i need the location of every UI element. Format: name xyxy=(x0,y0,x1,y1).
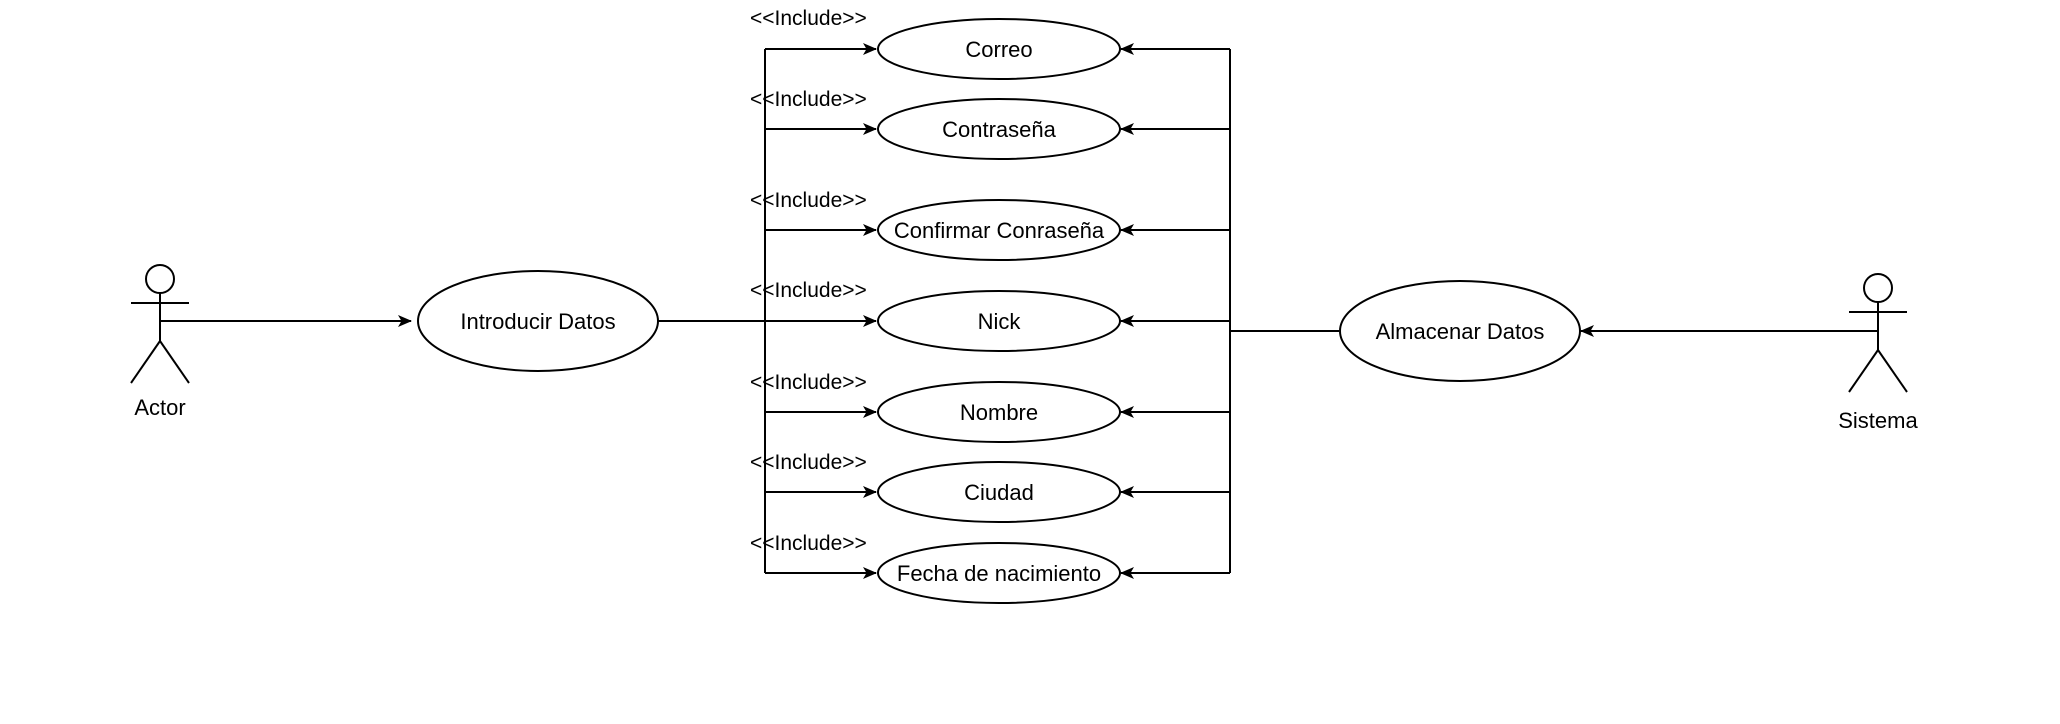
usecase-nick-label: Nick xyxy=(978,309,1022,334)
include-stereotype: <<Include>> xyxy=(750,532,867,555)
include-field-fecha-de-nacimiento: Fecha de nacimiento <<Include>> xyxy=(750,532,1230,604)
usecase-correo[interactable] xyxy=(877,18,1121,80)
usecase-ciudad[interactable] xyxy=(877,461,1121,523)
usecase-contrasena-label: Contraseña xyxy=(942,117,1057,142)
usecase-correo-label: Correo xyxy=(965,37,1032,62)
actor-right-leg-right xyxy=(1877,349,1908,393)
include-field-ciudad: Ciudad <<Include>> xyxy=(750,451,1230,523)
actor-left-leg-right xyxy=(159,340,190,384)
usecase-fecha-de-nacimiento-label: Fecha de nacimiento xyxy=(897,561,1101,586)
usecase-ciudad-label: Ciudad xyxy=(964,480,1034,505)
actor-right-label: Sistema xyxy=(1838,408,1918,433)
include-field-nombre: Nombre <<Include>> xyxy=(750,371,1230,443)
include-stereotype: <<Include>> xyxy=(750,451,867,474)
usecase-contrasena[interactable] xyxy=(877,98,1121,160)
include-stereotype: <<Include>> xyxy=(750,279,867,302)
usecase-almacenar-datos-label: Almacenar Datos xyxy=(1376,319,1545,344)
usecase-nombre-label: Nombre xyxy=(960,400,1038,425)
actor-left-leg-left xyxy=(130,340,161,384)
include-stereotype: <<Include>> xyxy=(750,88,867,111)
usecase-confirmar-conrasena-label: Confirmar Conraseña xyxy=(894,218,1105,243)
actor-left-label: Actor xyxy=(134,395,185,420)
usecase-introducir-datos-label: Introducir Datos xyxy=(460,309,615,334)
actor-left xyxy=(130,264,190,384)
include-field-contrasena: Contraseña <<Include>> xyxy=(750,88,1230,160)
usecase-fecha-de-nacimiento[interactable] xyxy=(877,542,1121,604)
include-stereotype: <<Include>> xyxy=(750,7,867,30)
usecase-confirmar-conrasena[interactable] xyxy=(877,199,1121,261)
include-stereotype: <<Include>> xyxy=(750,371,867,394)
actor-right-leg-left xyxy=(1848,349,1879,393)
include-field-correo: Correo <<Include>> xyxy=(750,7,1230,80)
usecase-nombre[interactable] xyxy=(877,381,1121,443)
include-stereotype: <<Include>> xyxy=(750,189,867,212)
include-field-nick: Nick <<Include>> xyxy=(750,279,1230,352)
usecase-nick[interactable] xyxy=(877,290,1121,352)
actor-right-head xyxy=(1863,273,1893,303)
actor-right xyxy=(1848,273,1908,393)
actor-left-head xyxy=(145,264,175,294)
include-field-confirmar-conrasena: Confirmar Conraseña <<Include>> xyxy=(750,189,1230,261)
